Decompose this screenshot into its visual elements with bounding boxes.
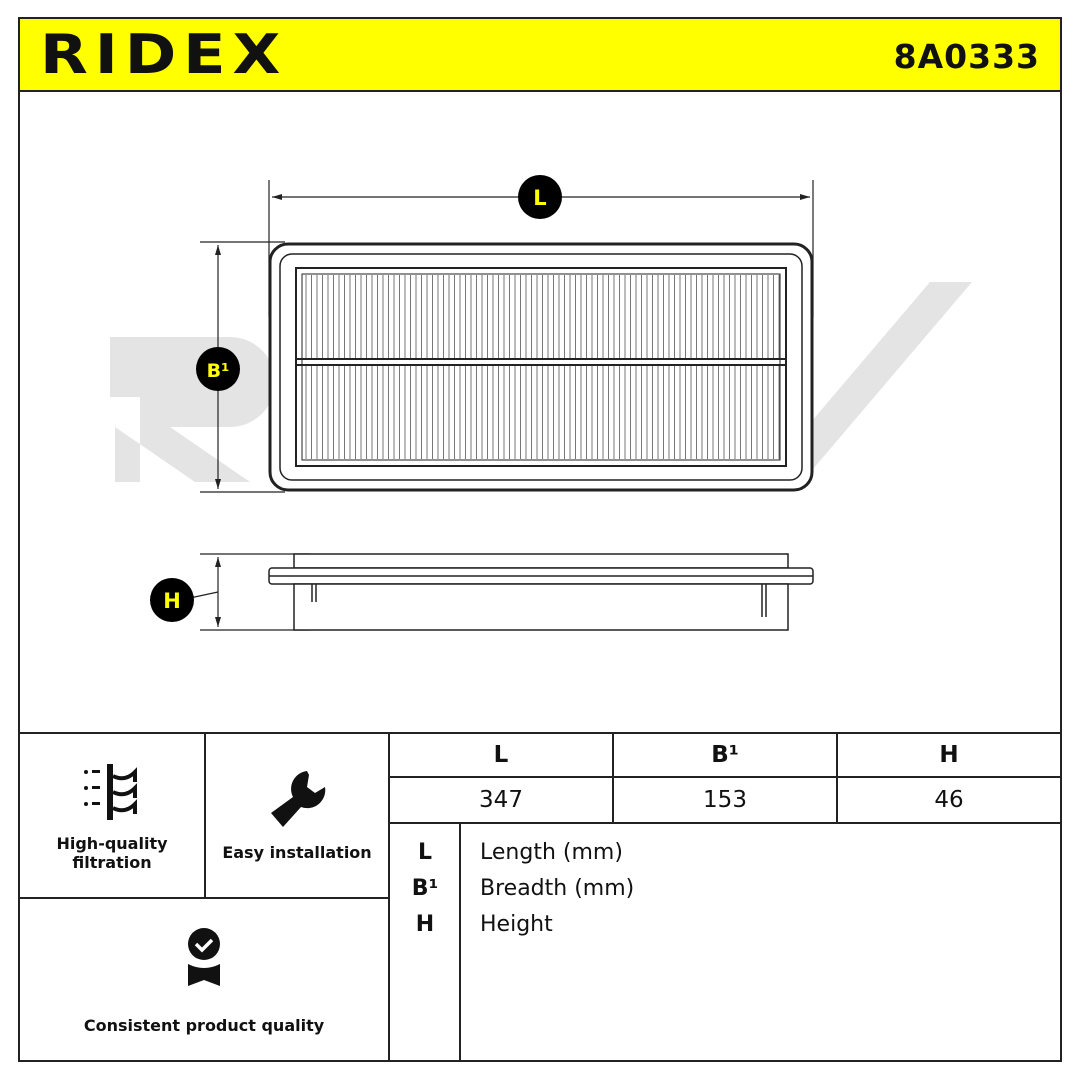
feature-quality: Consistent product quality	[20, 899, 388, 1062]
feature-label: Consistent product quality	[83, 1016, 325, 1035]
part-number: 8A0333	[893, 37, 1040, 76]
label-l: L	[533, 186, 546, 210]
legend-value: Breadth (mm)	[480, 876, 635, 901]
quality-badge-icon	[188, 928, 220, 986]
wrench-icon	[271, 771, 326, 827]
filtration-icon	[84, 763, 137, 820]
dim-header-l: L	[493, 742, 509, 768]
feature-filtration: High-quality filtration	[20, 734, 204, 897]
dim-value-h: 46	[934, 787, 964, 813]
label-h: H	[163, 589, 181, 613]
legend-key: L	[417, 840, 433, 865]
feature-label: High-quality filtration	[56, 833, 168, 872]
header: RIDEX 8A0333	[20, 19, 1060, 92]
legend-key: B¹	[411, 876, 439, 901]
dim-header-b: B¹	[711, 742, 739, 768]
legend-value: Height	[480, 912, 553, 937]
feature-installation: Easy installation	[206, 734, 388, 897]
dim-value-b: 153	[703, 787, 747, 813]
legend-key: H	[415, 912, 435, 937]
feature-label: Easy installation	[222, 843, 372, 862]
filter-drawing: L B¹ H	[110, 175, 972, 631]
dim-value-l: 347	[479, 787, 523, 813]
product-sheet: RIDEX 8A0333 L B¹ H	[18, 17, 1062, 1062]
ridex-logo: RIDEX	[40, 23, 288, 86]
dim-header-h: H	[939, 742, 959, 768]
legend-value: Length (mm)	[480, 840, 623, 865]
label-b: B¹	[207, 360, 230, 382]
